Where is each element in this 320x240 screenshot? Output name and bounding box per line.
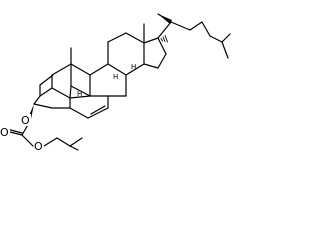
ring-d xyxy=(143,37,167,69)
oxygen-chain-ester-label: O xyxy=(34,140,43,152)
stereo-bonds xyxy=(28,14,172,119)
hydrogen-c9-label: H xyxy=(77,90,82,98)
ring-c xyxy=(89,32,145,97)
cholesteryl-isobutyl-carbonate-structure: O O O H H H xyxy=(0,13,231,152)
oxygen-ring-ester-label: O xyxy=(21,114,30,127)
hydrogen-c14-label: H xyxy=(131,63,136,71)
ring-a-lower xyxy=(33,95,71,109)
structure-canvas: O O O H H H xyxy=(0,0,236,152)
ring-a xyxy=(39,63,72,99)
ring-b xyxy=(69,63,91,99)
atom-labels: O O O H H H xyxy=(0,63,136,152)
oxygen-carbonyl-label: O xyxy=(0,126,9,139)
hydrogen-c8-label: H xyxy=(113,73,118,81)
angular-methyls xyxy=(70,23,145,65)
hash-bond-c17 xyxy=(158,35,168,43)
ring-b-lower xyxy=(69,95,109,119)
